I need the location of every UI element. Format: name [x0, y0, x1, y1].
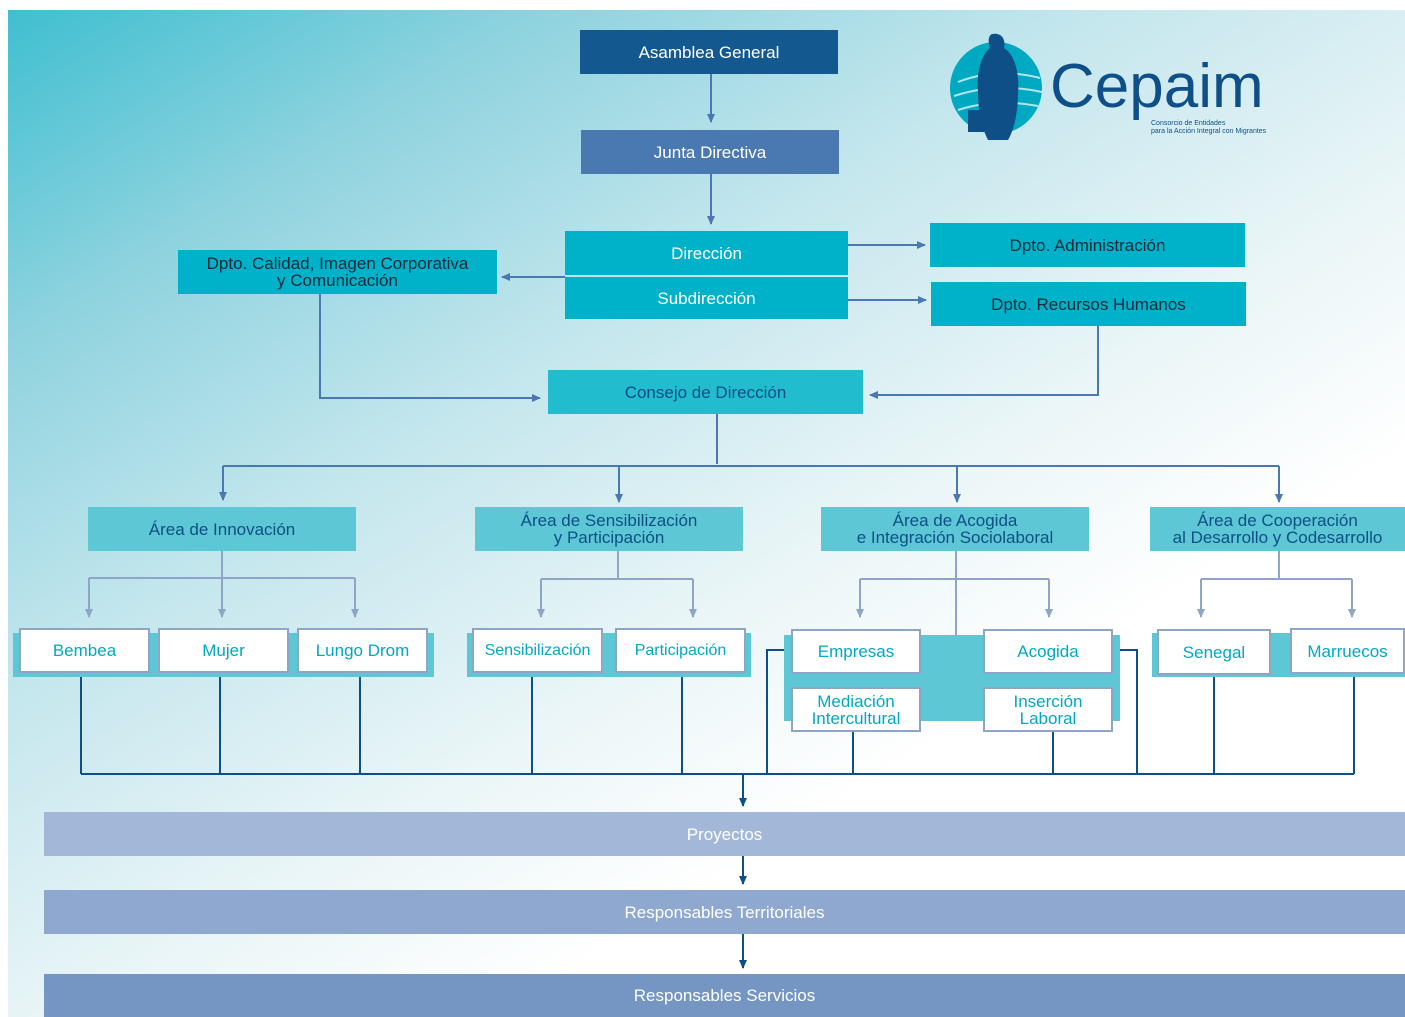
area-acogida-box: Área de Acogida e Integración Sociolabor… [821, 507, 1089, 551]
program-senegal: Senegal [1157, 629, 1271, 675]
asamblea-general-box: Asamblea General [580, 30, 838, 74]
program-sensibilizacion: Sensibilización [472, 628, 603, 673]
proyectos-bar: Proyectos [44, 812, 1405, 856]
responsables-servicios-bar: Responsables Servicios [44, 974, 1405, 1017]
direccion-box: Dirección [565, 231, 848, 275]
program-insercion-laboral: Inserción Laboral [983, 687, 1113, 732]
program-acogida: Acogida [983, 629, 1113, 674]
program-participacion: Participación [615, 628, 746, 673]
arrow-rrhh-consejo [869, 326, 1099, 399]
logo-subtitle: Consorcio de Entidades para la Acción In… [1151, 120, 1266, 136]
program-marruecos: Marruecos [1290, 628, 1405, 674]
program-empresas: Empresas [791, 629, 921, 674]
program-lungo-drom: Lungo Drom [297, 628, 428, 673]
arrow-calidad-consejo [319, 294, 541, 402]
logo-subtitle-line1: Consorcio de Entidades [1151, 120, 1226, 127]
area-innovacion-box: Área de Innovación [88, 507, 356, 551]
program-bembea: Bembea [19, 628, 150, 673]
area-cooperacion-box: Área de Cooperación al Desarrollo y Code… [1150, 507, 1405, 551]
subdireccion-box: Subdirección [565, 277, 848, 319]
cepaim-logo-icon [950, 33, 1043, 140]
dpto-calidad-box: Dpto. Calidad, Imagen Corporativa y Comu… [178, 250, 497, 294]
dpto-rrhh-box: Dpto. Recursos Humanos [931, 282, 1246, 326]
logo-name: Cepaim [1050, 52, 1264, 121]
consejo-direccion-box: Consejo de Dirección [548, 370, 863, 414]
program-mediacion-intercultural: Mediación Intercultural [791, 687, 921, 732]
logo-subtitle-line2: para la Acción Integral con Migrantes [1151, 128, 1267, 135]
junta-directiva-box: Junta Directiva [581, 130, 839, 174]
dpto-administracion-box: Dpto. Administración [930, 223, 1245, 267]
responsables-territoriales-bar: Responsables Territoriales [44, 890, 1405, 934]
area-sensibilizacion-box: Área de Sensibilización y Participación [475, 507, 743, 551]
program-mujer: Mujer [158, 628, 289, 673]
